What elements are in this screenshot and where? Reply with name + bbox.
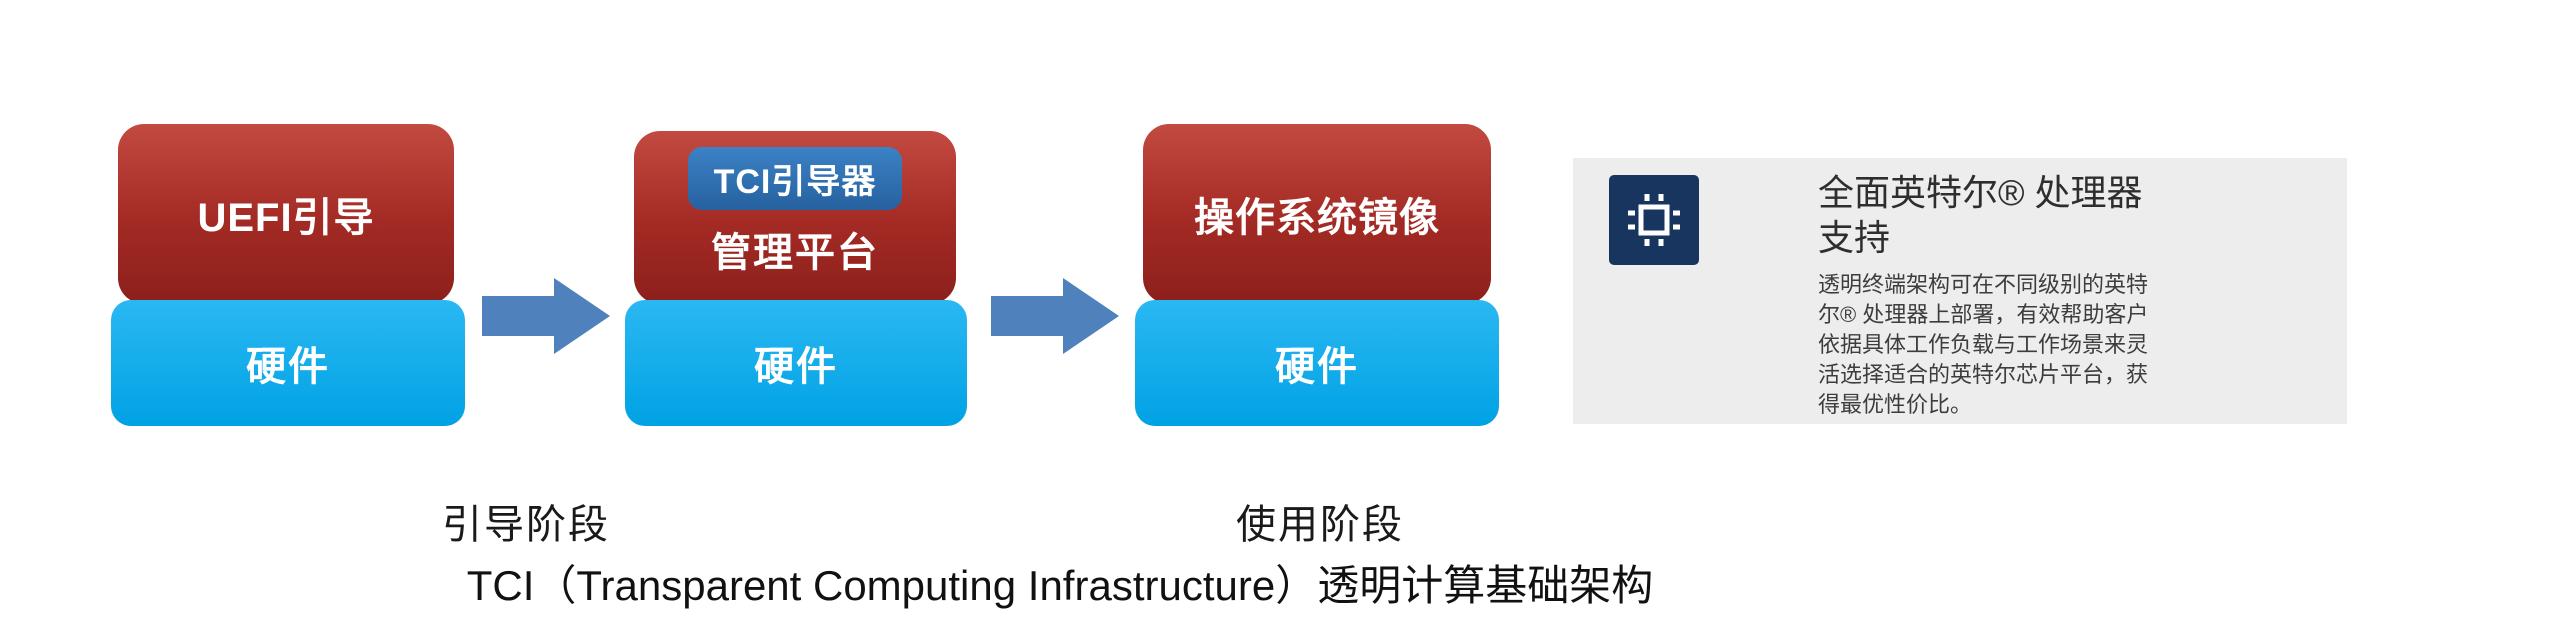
- stage3-hardware-label: 硬件: [1275, 345, 1359, 389]
- intel-support-panel: 全面英特尔® 处理器 支持 透明终端架构可在不同级别的英特尔® 处理器上部署，有…: [1573, 158, 2347, 424]
- panel-title-line1: 全面英特尔® 处理器: [1818, 172, 2143, 213]
- right-arrow-icon: [482, 278, 610, 354]
- stage2-platform-box: TCI引导器 管理平台: [634, 131, 956, 304]
- panel-title: 全面英特尔® 处理器 支持: [1818, 170, 2258, 260]
- stage1-hardware-box: 硬件: [111, 300, 465, 426]
- right-arrow-shape: [991, 278, 1119, 354]
- cpu-chip-icon: [1609, 175, 1699, 265]
- panel-title-line2: 支持: [1818, 217, 1891, 258]
- stage2-content: TCI引导器 管理平台: [634, 131, 956, 304]
- boot-phase-label: 引导阶段: [442, 503, 610, 547]
- stage2-platform-label: 管理平台: [711, 231, 879, 275]
- stage1-uefi-label: UEFI引导: [197, 196, 375, 240]
- right-arrow-icon: [991, 278, 1119, 354]
- stage3-hardware-box: 硬件: [1135, 300, 1499, 426]
- panel-description: 透明终端架构可在不同级别的英特尔® 处理器上部署，有效帮助客户依据具体工作负载与…: [1818, 272, 2149, 417]
- stage1-hardware-label: 硬件: [246, 345, 330, 389]
- stage1-uefi-box: UEFI引导: [118, 124, 454, 304]
- tci-bootloader-badge: TCI引导器: [687, 147, 903, 210]
- right-arrow-shape: [482, 278, 610, 354]
- usage-phase-label: 使用阶段: [1236, 503, 1404, 547]
- stage3-os-image-label: 操作系统镜像: [1194, 196, 1440, 240]
- stage2-hardware-box: 硬件: [625, 300, 967, 426]
- stage3-os-image-box: 操作系统镜像: [1143, 124, 1491, 304]
- diagram-caption: TCI（Transparent Computing Infrastructure…: [466, 562, 1654, 609]
- stage2-hardware-label: 硬件: [754, 345, 838, 389]
